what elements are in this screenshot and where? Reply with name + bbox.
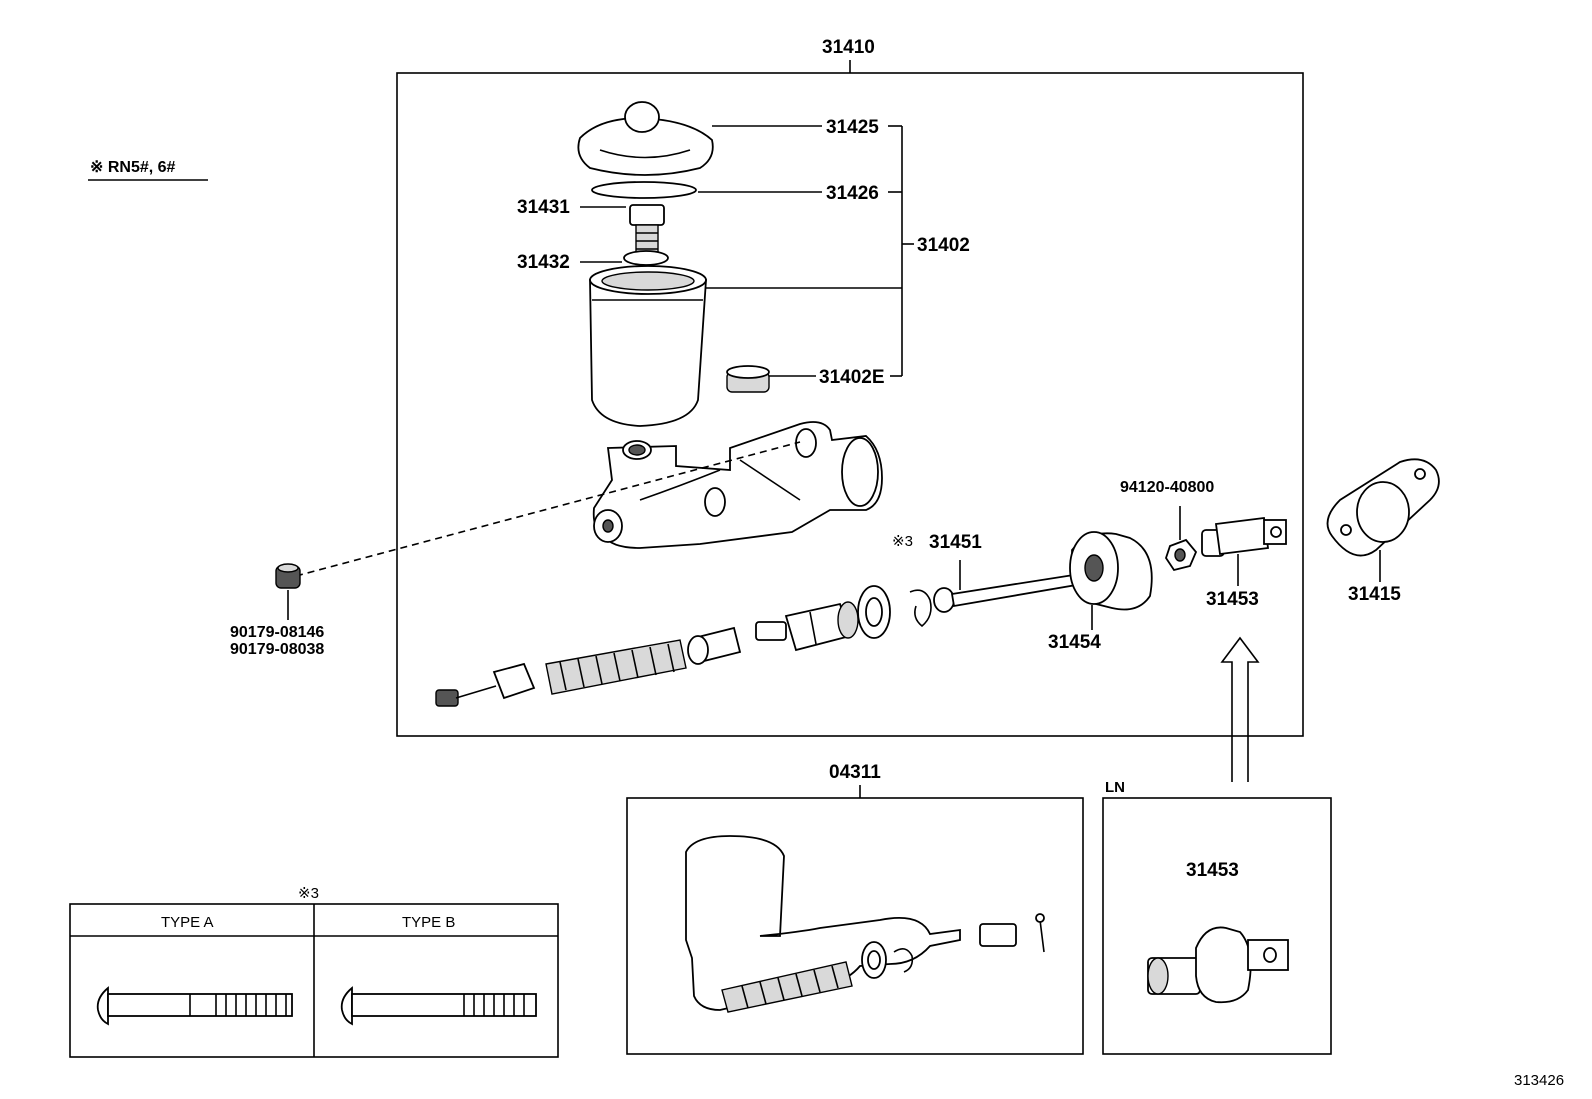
snap-ring [909,589,932,628]
cup-seal [857,585,891,639]
label-31454: 31454 [1048,632,1101,653]
type-b-label: TYPE B [402,914,455,931]
ln-assembly-frame [1102,797,1332,1055]
type-note-label: ※3 [298,885,319,902]
assembly-main-label: 31410 [822,37,875,58]
label-31431: 31431 [517,197,570,218]
kit-04311-illustration [685,835,1045,1013]
diaphragm-31426 [591,181,697,199]
reservoir-body [589,265,707,427]
label-31432: 31432 [517,252,570,273]
return-spring [545,639,687,695]
kit-assembly-frame [626,797,1084,1055]
variant-note: ※ RN5#, 6# [90,159,176,176]
spring-seat [687,626,742,665]
label-31402: 31402 [917,235,970,256]
push-rod-31451 [933,560,1084,613]
plug-31402e [726,365,770,393]
up-arrow [1220,636,1260,782]
label-31451: 31451 [929,532,982,553]
piston [755,601,859,652]
type-a-label: TYPE A [161,914,214,931]
assembly-kit-label: 04311 [829,762,881,783]
ln-label: LN [1105,779,1125,796]
pin-type-b [340,986,537,1026]
label-31425: 31425 [826,117,879,138]
label-90179-08146: 90179-08146 [230,624,324,641]
boot-31454 [1069,531,1153,630]
label-31453: 31453 [1206,589,1259,610]
clevis-31453 [1201,516,1287,586]
reservoir-cap-31425 [577,101,714,176]
ln-clevis-31453 [1147,926,1289,1004]
pin-type-a [96,986,293,1026]
label-94120: 94120-40800 [1120,479,1214,496]
nut-90179 [275,563,301,589]
label-90179-08038: 90179-08038 [230,641,324,658]
push-rod-end [435,662,536,707]
reference-id: 313426 [1514,1072,1564,1089]
nut-94120 [1165,506,1198,572]
label-31415: 31415 [1348,584,1401,605]
ring-31432 [623,250,669,266]
strainer-31431 [629,204,665,256]
label-31453-ln: 31453 [1186,860,1239,881]
label-31451-mark: ※3 [892,533,913,550]
gasket-31415 [1326,458,1440,582]
label-31402e: 31402E [819,367,885,388]
master-cylinder-body [592,421,883,549]
label-31426: 31426 [826,183,879,204]
